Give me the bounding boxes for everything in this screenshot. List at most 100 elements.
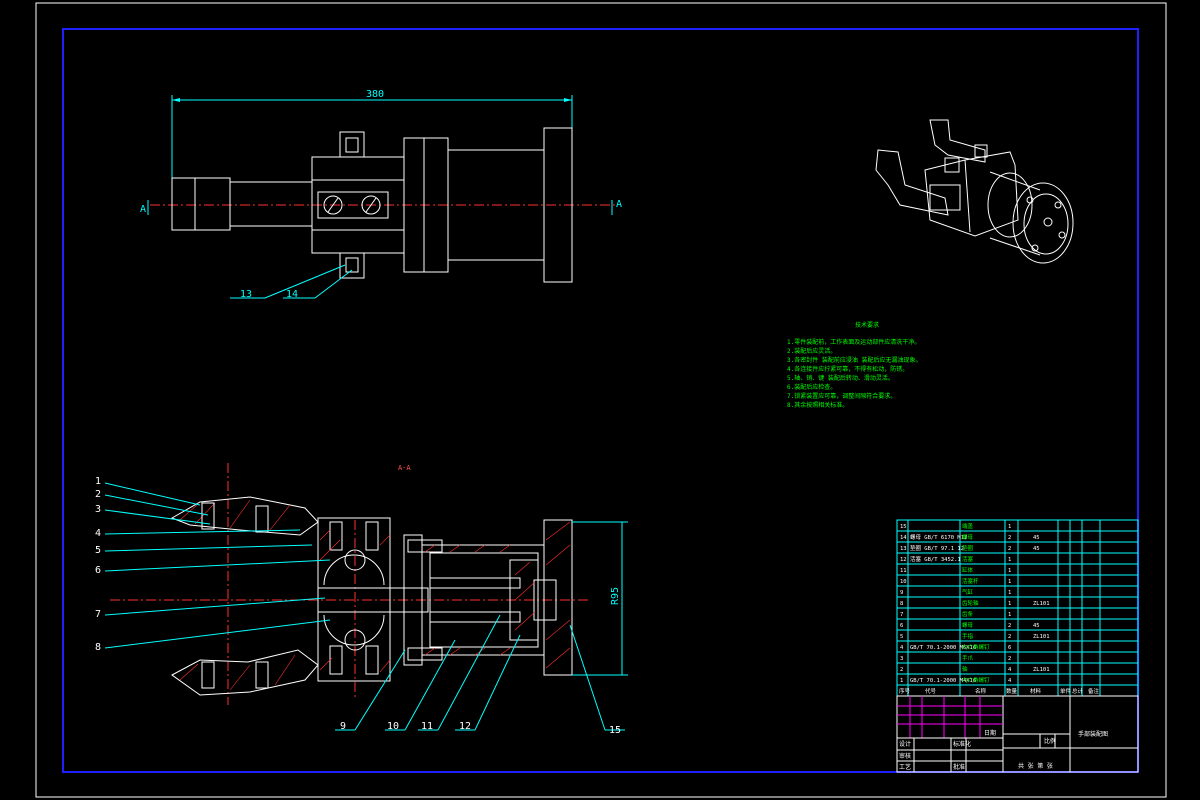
bom-row-name: 内六角螺钉 (962, 676, 990, 684)
bom-row-qty: 2 (1008, 546, 1011, 552)
bom-row-qty: 4 (1008, 667, 1012, 673)
bom-row-material: 45 (1033, 546, 1040, 552)
bom-row-name: 螺母 (962, 533, 974, 541)
bom-row-name: 端盖 (962, 522, 974, 530)
notes-title: 技术要求 (855, 321, 879, 329)
bom-row-qty: 2 (1008, 656, 1011, 662)
bom-row-no: 10 (900, 579, 907, 585)
outer-border (35, 2, 1167, 798)
callout-11: 11 (421, 721, 433, 732)
note-line-4: 4.各连接件应拧紧可靠，不得有松动，防锈。 (787, 365, 908, 373)
bom-row-name: 齿条 (962, 610, 974, 618)
bom-row-name: 螺母 (962, 621, 974, 629)
view-marker-left: A (140, 204, 146, 215)
bom-header-cell: 单件 (1060, 687, 1072, 695)
bom-row-qty: 1 (1008, 579, 1011, 585)
bom-row-no: 3 (900, 656, 903, 662)
bom-row-material: 45 (1033, 535, 1040, 541)
bom-row-material: 45 (1033, 623, 1040, 629)
bom-row-no: 9 (900, 590, 903, 596)
bom-row-qty: 2 (1008, 535, 1011, 541)
title-block: 手部装配图 比例 共 张 第 张 设计 审核 工艺 标准化 批准 日期 (896, 695, 1139, 773)
callout-6: 6 (95, 565, 101, 576)
bom-row-name: 垫圈 (962, 544, 974, 552)
tb-label-approve: 批准 (953, 763, 965, 771)
section-label: A-A (398, 464, 411, 472)
inner-border (62, 28, 1139, 773)
bom-header-cell: 代号 (925, 687, 937, 695)
bom-row-name: 活塞 (962, 555, 974, 563)
note-line-3: 3.各密封件 装配前应浸油 装配后应无漏油现象。 (787, 356, 921, 364)
tb-label-date: 日期 (984, 729, 996, 737)
view-marker-right: A (616, 199, 622, 210)
callout-5: 5 (95, 545, 101, 556)
technical-notes: 技术要求 1.零件装配前，工作表面及运动部件应清洗干净。 2.装配后应灵活。 3… (787, 321, 921, 409)
note-line-8: 8.其余按照相关标准。 (787, 401, 848, 409)
note-line-7: 7.锁紧装置应可靠，调整间隙符合要求。 (787, 392, 896, 400)
callout-2: 2 (95, 489, 101, 500)
bom-row-qty: 1 (1008, 568, 1011, 574)
dim-top-width: 380 (366, 89, 384, 100)
tb-label-review: 审核 (899, 752, 911, 760)
bom-header-cell: 材料 (1030, 687, 1042, 695)
bom-row-qty: 1 (1008, 612, 1011, 618)
bom-row-name: 轴 (962, 665, 968, 673)
bom-row-code: 螺母 GB/T 6170 M12 (910, 533, 967, 541)
note-line-6: 6.装配后应检查。 (787, 383, 836, 391)
callout-14: 14 (286, 289, 298, 300)
top-view: 380 A A (140, 89, 622, 299)
bom-row-qty: 4 (1008, 678, 1012, 684)
callout-8: 8 (95, 642, 101, 653)
bom-header-cell: 备注 (1088, 687, 1100, 695)
tb-label-standard: 标准化 (953, 740, 971, 748)
bom-row-qty: 2 (1008, 634, 1011, 640)
section-view: A-A (104, 463, 628, 731)
bom-row-name: 齿轮轴 (962, 599, 979, 607)
sheet-label: 共 张 第 张 (1018, 762, 1053, 770)
bom-row-name: 气缸 (962, 588, 974, 596)
bom-row-qty: 2 (1008, 623, 1011, 629)
bom-header-cell: 名称 (975, 687, 987, 695)
bom-header-cell: 序号 (899, 687, 911, 695)
bom-row-name: 手指 (962, 632, 974, 640)
callout-12: 12 (459, 721, 471, 732)
bom-row-no: 7 (900, 612, 903, 618)
callout-4: 4 (95, 528, 101, 539)
bom-row-no: 13 (900, 546, 907, 552)
bom-row-no: 14 (900, 535, 907, 541)
bom-row-no: 2 (900, 667, 903, 673)
bom-row-no: 5 (900, 634, 903, 640)
scale-label: 比例 (1044, 737, 1056, 745)
bom-row-no: 6 (900, 623, 903, 629)
callout-1: 1 (95, 476, 101, 487)
bom-row-name: 内六角螺钉 (962, 643, 990, 651)
bom-row-material: ZL101 (1033, 634, 1050, 640)
bom-row-material: ZL101 (1033, 667, 1050, 673)
callout-15: 15 (609, 725, 621, 736)
note-line-1: 1.零件装配前，工作表面及运动部件应清洗干净。 (787, 338, 920, 346)
callout-7: 7 (95, 609, 101, 620)
bom-row-qty: 1 (1008, 590, 1011, 596)
bom-row-name: 手爪 (962, 654, 974, 662)
bom-row-no: 1 (900, 678, 903, 684)
bom-row-no: 8 (900, 601, 903, 607)
drawing-title: 手部装配图 (1078, 730, 1108, 738)
isometric-view (875, 119, 1074, 264)
bom-row-code: GB/T 70.1-2000 M6X16 (910, 645, 976, 651)
note-line-5: 5.轴、销、键 装配后转动、滑动灵活。 (787, 374, 894, 382)
bom-row-code: 垫圈 GB/T 97.1 12 (910, 544, 964, 552)
callout-10: 10 (387, 721, 399, 732)
bom-row-no: 15 (900, 524, 907, 530)
bom-row-no: 4 (900, 645, 904, 651)
bom-row-qty: 6 (1008, 645, 1011, 651)
bom-row-name: 活塞杆 (962, 577, 979, 585)
bom-row-no: 11 (900, 568, 907, 574)
bom-row-code: 活塞 GB/T 3452.1 (910, 555, 961, 563)
callout-3: 3 (95, 504, 101, 515)
callout-9: 9 (340, 721, 346, 732)
bom-row-code: GB/T 70.1-2000 M4X16 (910, 678, 976, 684)
bom-row-qty: 1 (1008, 524, 1011, 530)
bom-row-name: 缸体 (962, 566, 974, 574)
bom-row-no: 12 (900, 557, 907, 563)
